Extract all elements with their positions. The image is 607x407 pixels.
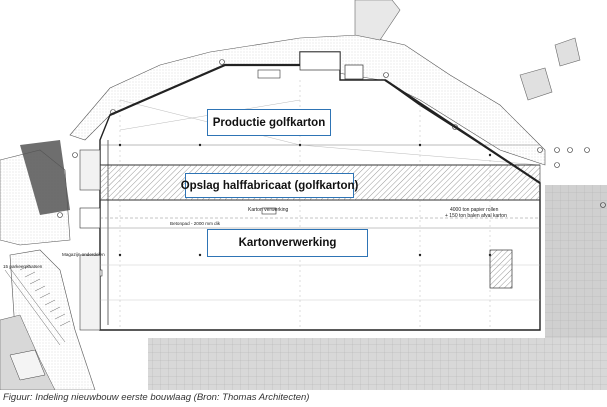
label-productie-golfkarton: Productie golfkarton: [207, 109, 331, 136]
neighbouring-grid-area: [148, 185, 607, 390]
storage-text-line2: + 150 ton balen afval karton: [445, 213, 507, 219]
beton-strip-text: Betonpad - 2000 mm dik: [170, 221, 221, 226]
parkeren-text: 15 parkeerplaatsen: [3, 264, 43, 269]
label-kartonverwerking: Kartonverwerking: [207, 229, 368, 257]
magazijn-text: Magazijn onderdelen: [62, 252, 105, 257]
karton-verwerking-text: Karton verwerking: [248, 207, 289, 213]
figure-caption: Figuur: Indeling nieuwbouw eerste bouwla…: [3, 392, 310, 403]
label-opslag-halffabricaat: Opslag halffabricaat (golfkarton): [181, 173, 358, 198]
site-surroundings: [0, 0, 581, 390]
storage-text-line1: 4000 ton papier rollen: [450, 207, 499, 213]
plan-annotations: Karton verwerking 4000 ton papier rollen…: [3, 207, 507, 269]
